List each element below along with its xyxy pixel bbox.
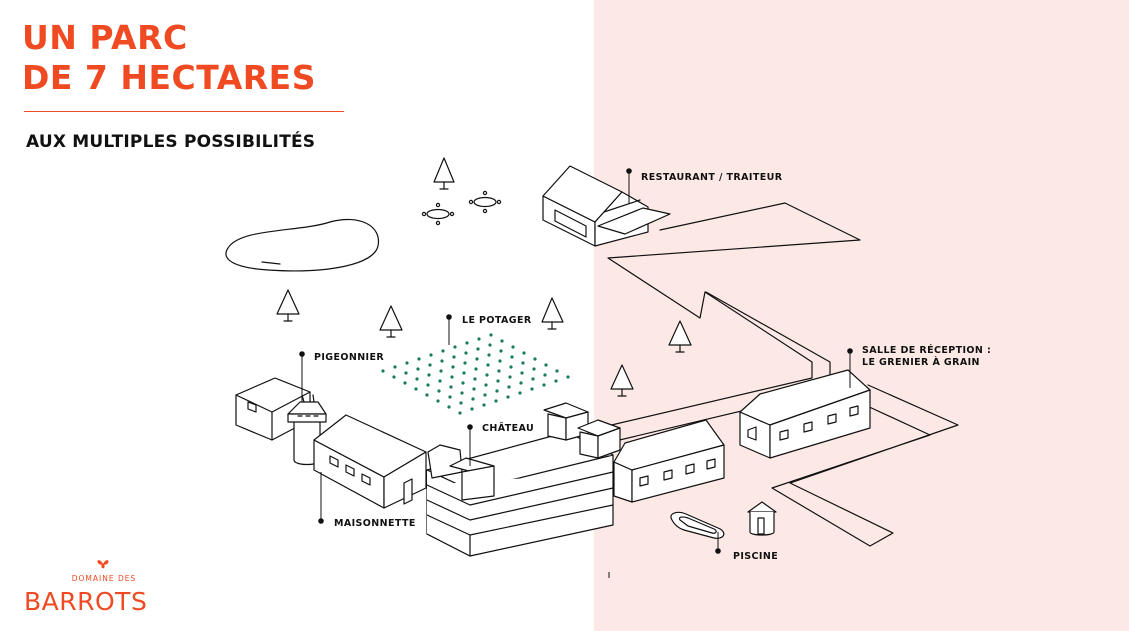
label-piscine: PISCINE bbox=[733, 551, 778, 562]
tree-icon bbox=[379, 305, 403, 338]
label-pigeonnier: PIGEONNIER bbox=[314, 352, 384, 363]
label-salle-line-1: SALLE DE RÉCEPTION : bbox=[862, 344, 991, 356]
restaurant-building bbox=[542, 165, 671, 247]
pool-house bbox=[747, 501, 777, 536]
chateau-leader bbox=[467, 424, 473, 466]
pigeonnier-tower bbox=[287, 394, 327, 466]
tree-icon bbox=[610, 364, 634, 397]
tree-icon bbox=[433, 157, 455, 190]
maisonnette-leader bbox=[318, 472, 324, 524]
logo-wordmark: BARROTS bbox=[24, 587, 148, 616]
annex-building bbox=[613, 419, 725, 503]
tree-icon bbox=[541, 297, 564, 330]
chateau-building bbox=[426, 402, 621, 557]
grenier-building bbox=[739, 369, 871, 459]
pigeonnier-building bbox=[235, 377, 311, 441]
page-subtitle: AUX MULTIPLES POSSIBILITÉS bbox=[26, 132, 316, 152]
table-icon bbox=[421, 202, 455, 226]
label-chateau: CHÂTEAU bbox=[482, 422, 534, 434]
pond bbox=[225, 218, 379, 272]
table-icon bbox=[468, 190, 502, 214]
label-potager: LE POTAGER bbox=[462, 315, 532, 326]
label-maisonnette: MAISONNETTE bbox=[334, 518, 416, 529]
title-line-2: DE 7 HECTARES bbox=[22, 58, 316, 97]
restaurant-leader bbox=[626, 168, 632, 204]
title-line-1: UN PARC bbox=[22, 18, 188, 57]
label-salle-line-2: LE GRENIER À GRAIN bbox=[862, 356, 980, 368]
salle-leader bbox=[847, 348, 853, 388]
pigeonnier-leader bbox=[299, 351, 305, 402]
bee-icon bbox=[97, 560, 109, 569]
vegetable-garden bbox=[381, 333, 570, 415]
maisonnette-building bbox=[313, 414, 427, 509]
tree-icon bbox=[276, 289, 300, 322]
swimming-pool bbox=[670, 511, 725, 539]
tree-icon bbox=[668, 320, 692, 353]
label-restaurant: RESTAURANT / TRAITEUR bbox=[641, 172, 783, 183]
piscine-leader bbox=[715, 532, 721, 554]
page-title: UN PARC DE 7 HECTARES bbox=[22, 18, 316, 98]
potager-leader bbox=[446, 314, 452, 345]
logo-tagline: DOMAINE DES bbox=[71, 574, 137, 583]
title-divider bbox=[24, 111, 344, 112]
